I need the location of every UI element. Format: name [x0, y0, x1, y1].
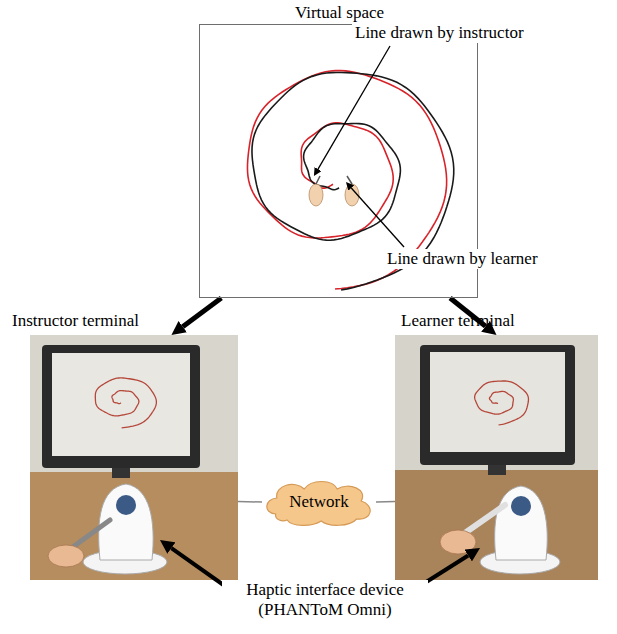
node-label: Network: [289, 492, 348, 512]
wall: [395, 335, 598, 580]
stylus: [462, 505, 505, 535]
terminal-heading: Instructor terminal: [12, 311, 139, 331]
monitor-stand: [112, 468, 130, 478]
network-cloud: Network: [262, 477, 376, 527]
wall: [30, 335, 238, 580]
device-label: Haptic interface device (PHANToM Omni): [222, 580, 428, 619]
terminal-heading: Learner terminal: [401, 311, 515, 331]
line-label: Line drawn by instructor: [352, 23, 527, 43]
device-joint: [116, 495, 136, 515]
device-body: [495, 486, 548, 560]
terminal-photo: Learner terminal: [395, 335, 598, 580]
connector: [376, 501, 395, 503]
desk: [395, 470, 598, 580]
monitor: [420, 345, 575, 465]
cloud-outline: [267, 482, 370, 526]
hand: [48, 545, 84, 567]
learner-photo: [395, 335, 598, 580]
instructor-photo: [30, 335, 238, 580]
hands: [309, 176, 359, 206]
leader-line: [318, 46, 390, 169]
monitor-stand: [488, 465, 506, 475]
pen: [316, 176, 320, 184]
line-label: Line drawn by learner: [384, 249, 541, 269]
terminal-heading: Virtual space: [200, 3, 479, 23]
connector: [183, 298, 222, 327]
hand: [309, 184, 323, 206]
leader-line: [351, 188, 404, 247]
screen: [430, 352, 565, 452]
monitor: [42, 345, 200, 468]
hand: [440, 530, 476, 554]
connector: [238, 501, 262, 503]
desk: [30, 472, 238, 580]
screen-spiral: [95, 378, 156, 428]
screen-spiral: [475, 381, 529, 425]
device-joint: [511, 496, 531, 516]
pen: [347, 176, 352, 184]
terminal-photo: Instructor terminal: [30, 335, 238, 580]
screen: [52, 353, 190, 456]
